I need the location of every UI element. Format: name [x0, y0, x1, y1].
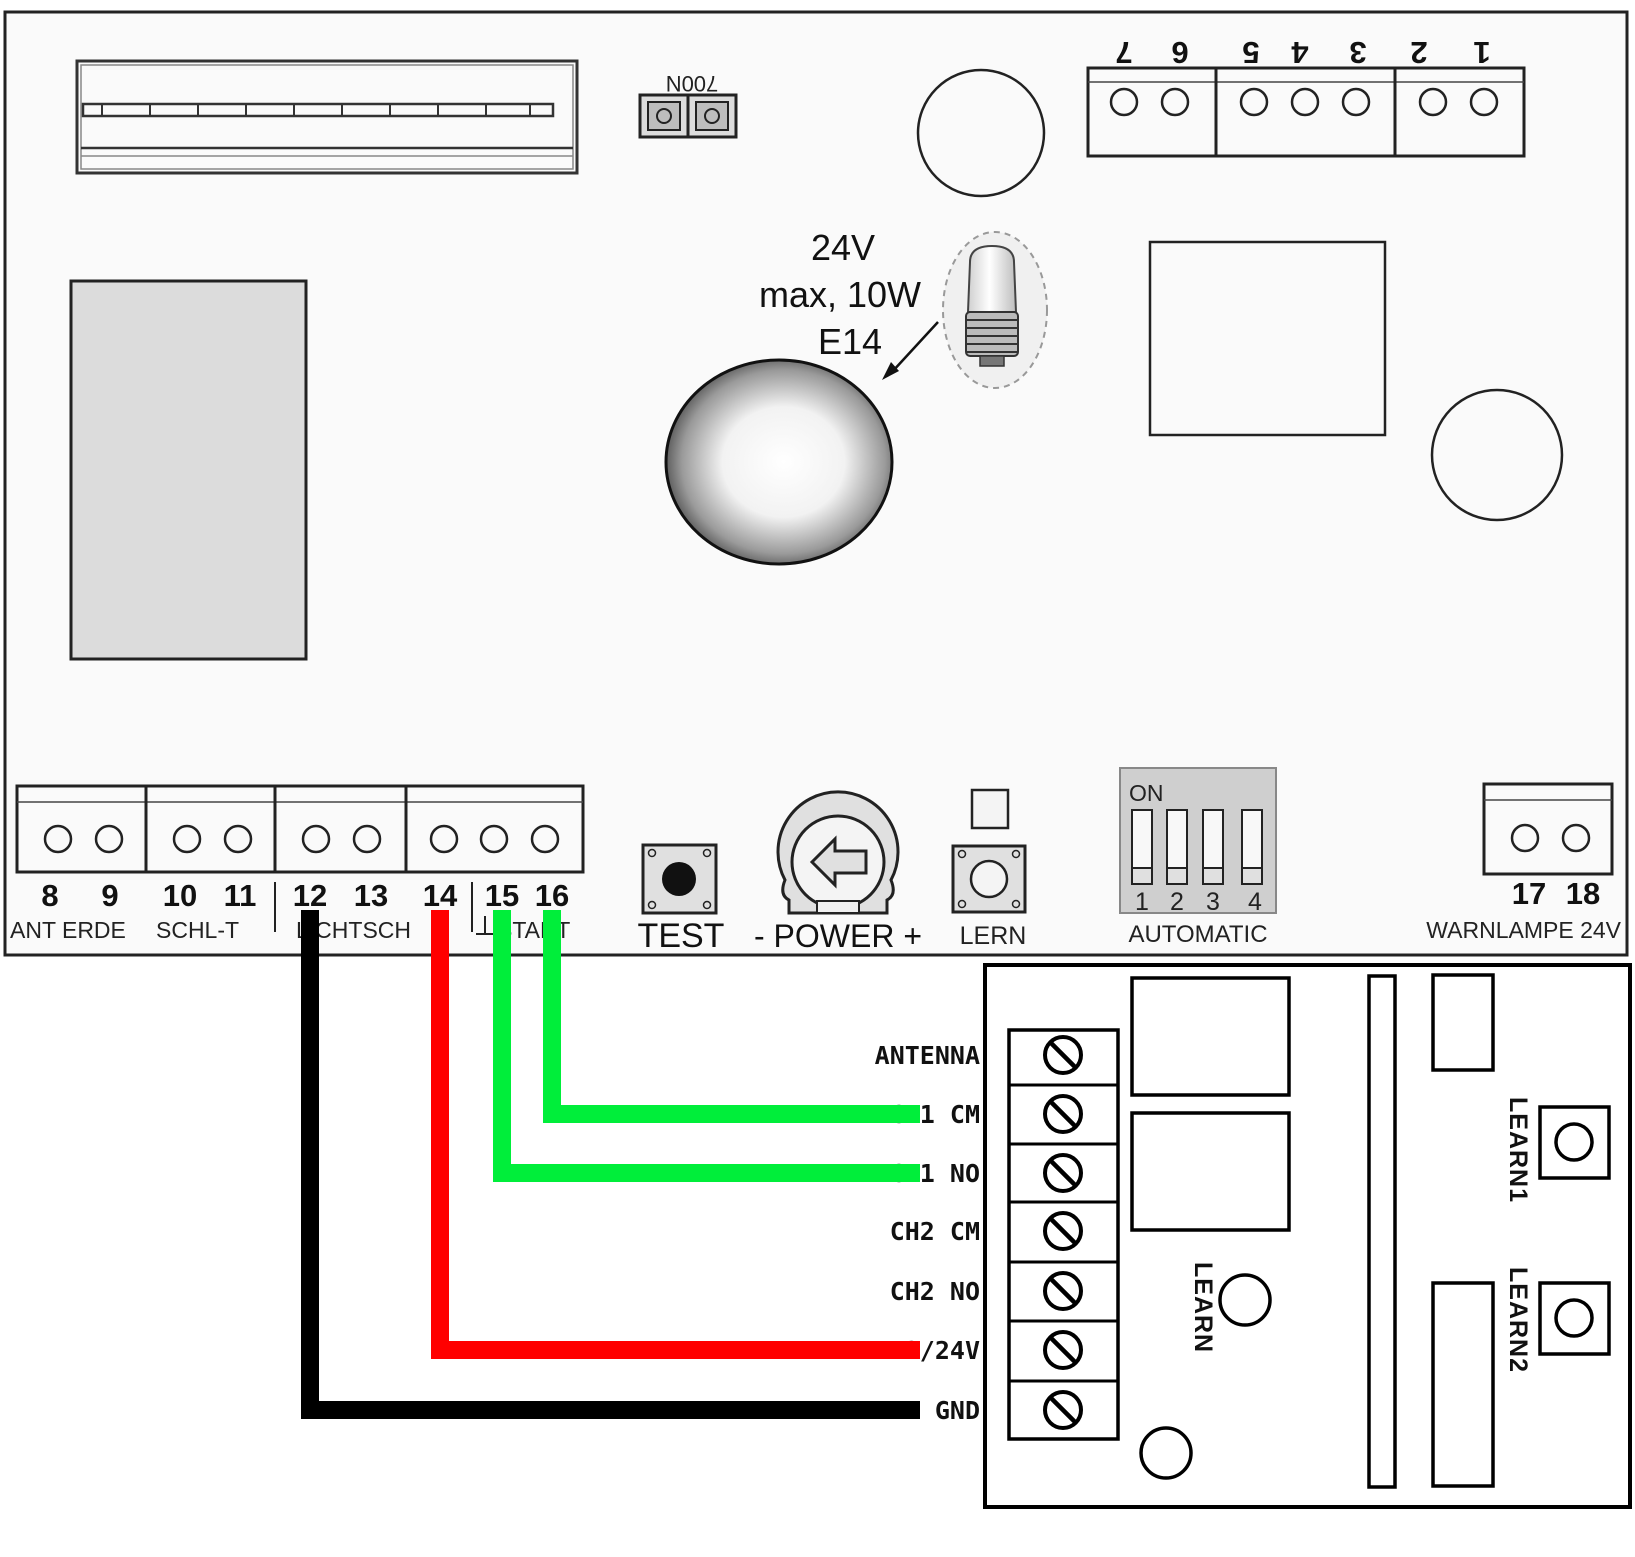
lamp-voltage: 24V: [811, 227, 875, 268]
dip-number-1: 1: [1135, 888, 1149, 916]
receiver-relay-1: [1130, 976, 1291, 1097]
terminal-11: 11: [224, 878, 257, 913]
top-terminal-6: 6: [1171, 35, 1188, 70]
dip-number-3: 3: [1206, 888, 1220, 916]
lern-label: LERN: [960, 922, 1027, 950]
relay-block: [1148, 240, 1387, 437]
receiver-led: [1139, 1426, 1193, 1480]
learn2-label: LEARN2: [1504, 1267, 1532, 1373]
automatic-label: AUTOMATIC: [1128, 921, 1267, 948]
receiver-crystal: [1431, 973, 1495, 1072]
top-terminal-block: 7 6 5 4 3 2 1: [1086, 35, 1526, 158]
top-terminal-5: 5: [1242, 35, 1259, 70]
bottom-terminal-numbers: 8 9 10 11 12 13 14 15 16: [41, 878, 569, 913]
learn2-button[interactable]: [1538, 1281, 1611, 1356]
lamp-spec: 24V max, 10W E14: [759, 227, 939, 380]
terminal-17: 17: [1512, 876, 1546, 911]
dip-on-label: ON: [1129, 780, 1164, 806]
warnlampe-terminal: [1482, 782, 1614, 876]
screw-terminal-ch1-no: [1009, 1142, 1118, 1193]
dip-number-2: 2: [1170, 888, 1184, 916]
terminal-18: 18: [1566, 876, 1600, 911]
wires: [301, 910, 920, 1419]
terminal-10: 10: [163, 878, 197, 913]
wire-14-to-12-24v: [431, 910, 920, 1359]
terminal-13: 13: [354, 878, 388, 913]
terminal-label-ch2-cm: CH2 CM: [890, 1217, 980, 1246]
power-potentiometer[interactable]: [776, 790, 900, 915]
terminal-15: 15: [485, 878, 519, 913]
top-terminal-4: 4: [1291, 35, 1309, 70]
lamp-power: max, 10W: [759, 274, 921, 315]
terminal-label-ch2-no: CH2 NO: [890, 1277, 980, 1306]
jumper-label: 700N: [666, 71, 719, 96]
terminal-label-gnd: GND: [935, 1396, 980, 1425]
screw-terminal-ch1-cm: [1009, 1083, 1118, 1134]
capacitor: [1430, 388, 1564, 522]
label-schl-t: SCHL-T: [156, 917, 239, 943]
bottom-terminal-block: [15, 784, 585, 874]
terminal-14: 14: [423, 878, 458, 913]
top-round-component: [916, 68, 1046, 198]
lamp-dome: [664, 358, 894, 566]
receiver-chip: [1431, 1281, 1495, 1488]
warnlampe-label: WARNLAMPE 24V: [1426, 917, 1621, 943]
screw-terminal-ch2-no: [1009, 1260, 1118, 1311]
receiver-module: LEARN LEARN1 LEARN2: [983, 963, 1632, 1509]
learn1-button[interactable]: [1538, 1105, 1611, 1180]
terminal-label-antenna: ANTENNA: [875, 1041, 980, 1070]
jumper-700n: 700N: [638, 71, 738, 139]
screw-terminal-ch2-cm: [1009, 1200, 1118, 1251]
screw-terminal-antenna: [1043, 1035, 1083, 1075]
lamp-socket: E14: [818, 321, 882, 362]
terminal-16: 16: [535, 878, 569, 913]
test-button[interactable]: [641, 843, 718, 915]
top-terminal-1: 1: [1473, 35, 1490, 70]
learn-led: [1218, 1273, 1272, 1327]
terminal-9: 9: [101, 878, 118, 913]
terminal-12: 12: [293, 878, 327, 913]
terminal-8: 8: [41, 878, 58, 913]
learn1-label: LEARN1: [1504, 1097, 1532, 1203]
screw-terminal-12-24v: [1009, 1319, 1118, 1370]
label-ant-erde: ANT ERDE: [10, 917, 126, 943]
learn2-button-knob: [1554, 1298, 1594, 1338]
lern-button[interactable]: [951, 788, 1027, 914]
screw-terminal-gnd: [1009, 1379, 1118, 1430]
test-button-knob[interactable]: [662, 862, 696, 896]
bulb-icon: [942, 231, 1048, 389]
wire-15-to-ch1-no: [493, 910, 920, 1182]
receiver-screws: [1009, 1035, 1118, 1430]
wire-12-to-gnd: [301, 910, 920, 1419]
header-connector: [75, 59, 579, 175]
top-terminal-3: 3: [1349, 35, 1366, 70]
wire-16-to-ch1-cm: [543, 910, 920, 1123]
arrow-left-icon: [809, 835, 868, 889]
main-board: 700N 7 6 5 4 3 2 1: [3, 10, 1629, 957]
dip-number-4: 4: [1248, 888, 1262, 916]
power-label: - POWER +: [754, 918, 922, 954]
top-terminal-2: 2: [1410, 35, 1427, 70]
learn1-button-knob: [1554, 1122, 1594, 1162]
top-terminal-7: 7: [1115, 35, 1132, 70]
learn-label: LEARN: [1189, 1262, 1217, 1353]
transformer-block: [69, 279, 308, 661]
receiver-relay-2: [1130, 1111, 1291, 1232]
test-label: TEST: [638, 917, 725, 955]
receiver-antenna-strip: [1367, 974, 1397, 1489]
dip-switch-automatic[interactable]: ON 1 2 3 4: [1119, 767, 1277, 916]
